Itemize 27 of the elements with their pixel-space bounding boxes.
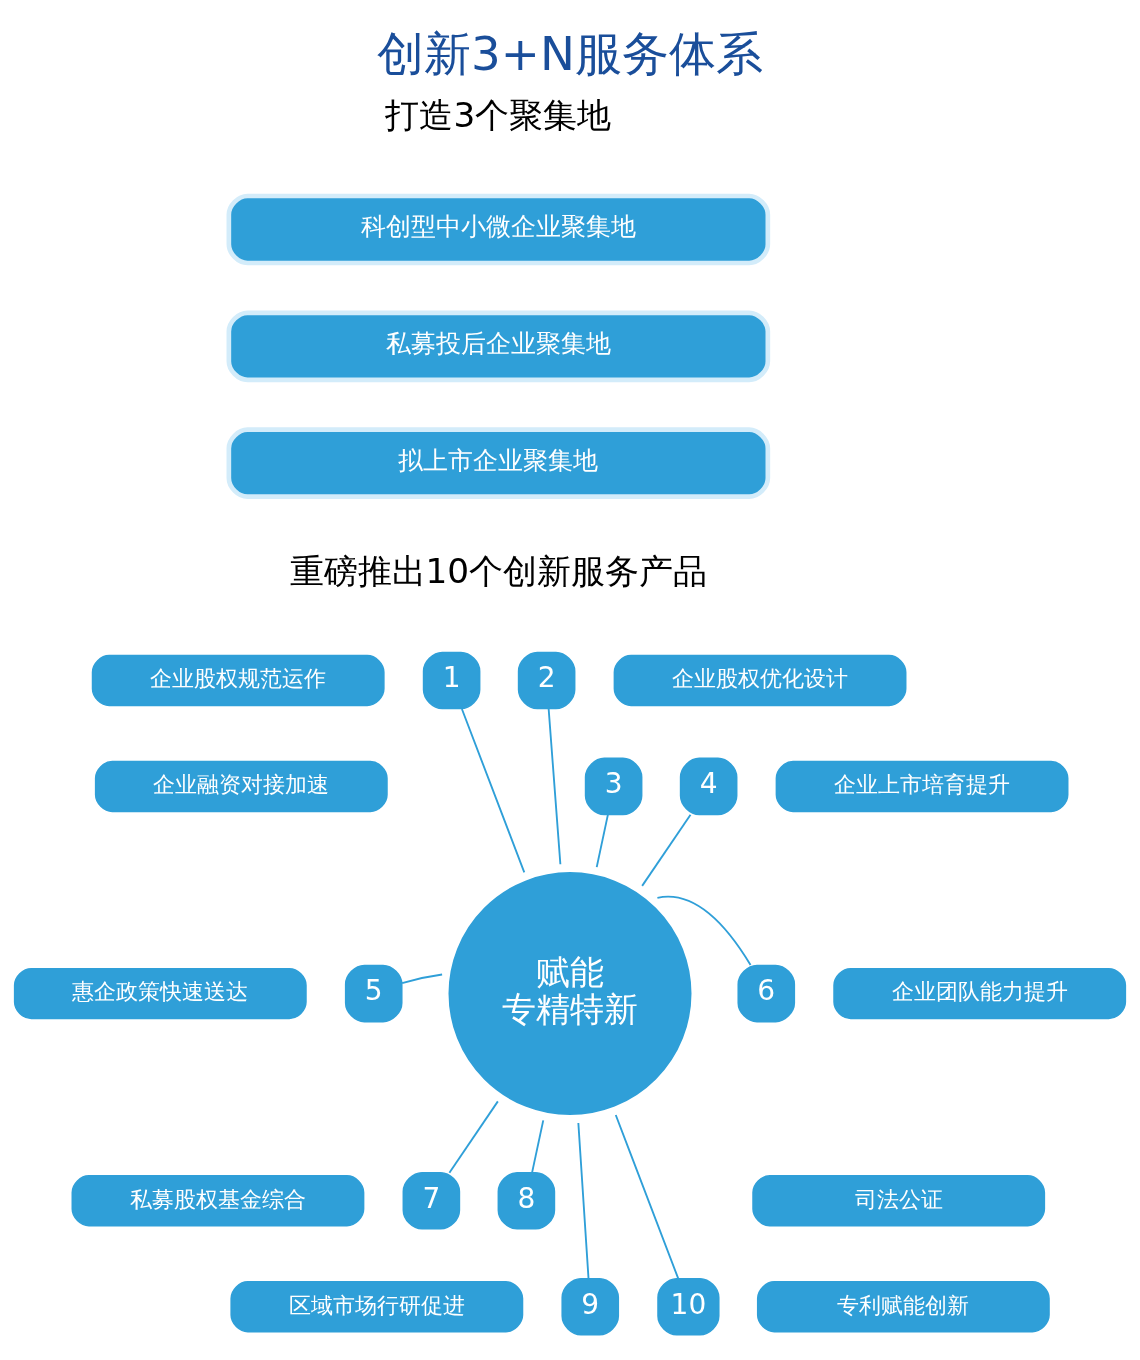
node-box: 企业股权优化设计 xyxy=(613,654,907,706)
connector xyxy=(595,813,609,868)
connector xyxy=(531,1118,545,1173)
node-box: 区域市场行研促进 xyxy=(230,1280,524,1332)
node-box: 专利赋能创新 xyxy=(756,1280,1050,1332)
node-box: 企业股权规范运作 xyxy=(91,654,385,706)
label: 重磅推出10个创新服务产品 xyxy=(289,550,708,591)
node-box: 私募投后企业聚集地 xyxy=(226,310,771,382)
diagram-title: 创新3+N服务体系 xyxy=(377,26,763,81)
connector xyxy=(547,707,562,865)
node-box: 企业融资对接加速 xyxy=(94,760,388,812)
node-box: 拟上市企业聚集地 xyxy=(226,426,771,499)
connector xyxy=(614,1113,680,1280)
label: 打造3个聚集地 xyxy=(385,94,612,135)
node-box: 企业团队能力提升 xyxy=(833,967,1127,1019)
connector xyxy=(448,1099,499,1174)
node-box: 10 xyxy=(657,1277,720,1336)
connector xyxy=(460,707,526,873)
node-box: 私募股权基金综合 xyxy=(71,1174,365,1226)
node-box: 惠企政策快速送达 xyxy=(13,967,307,1019)
connector xyxy=(641,813,692,887)
node-box: 司法公证 xyxy=(752,1174,1046,1226)
connector xyxy=(577,1121,590,1279)
connector xyxy=(656,895,752,966)
node-box: 科创型中小微企业聚集地 xyxy=(226,193,771,265)
node-box: 企业上市培育提升 xyxy=(775,760,1069,812)
connector xyxy=(401,973,444,984)
